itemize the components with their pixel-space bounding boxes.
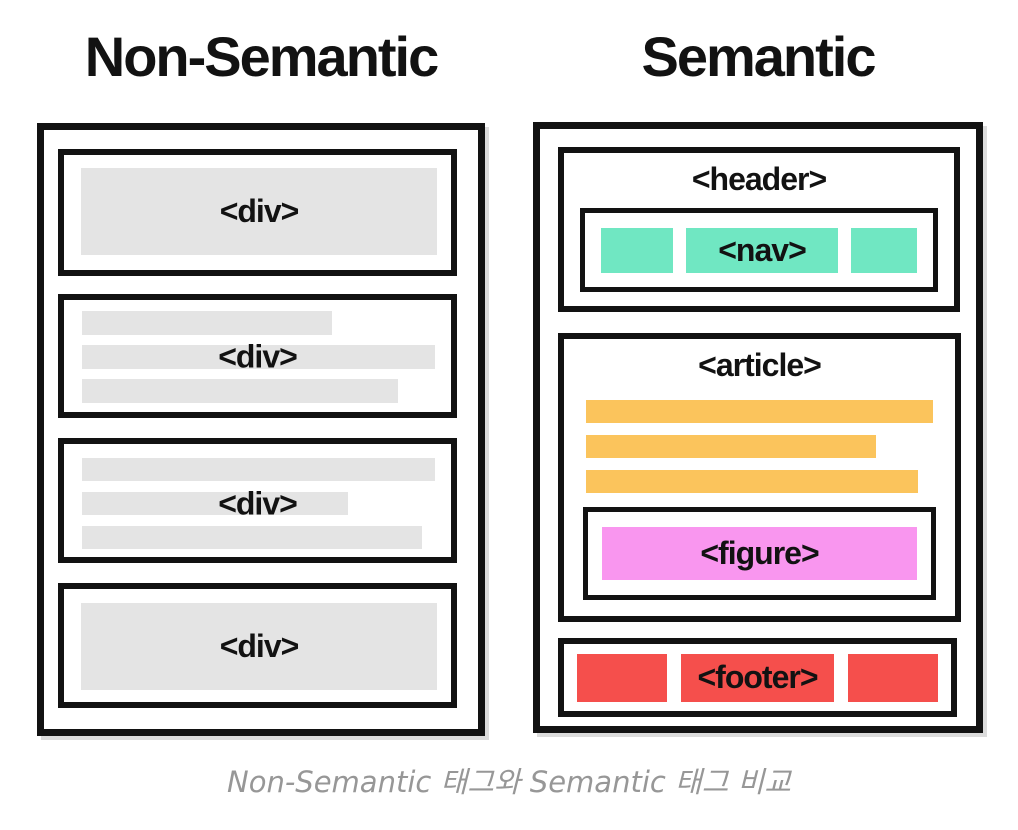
text-placeholder-row <box>64 526 451 549</box>
text-placeholder-row <box>64 311 451 335</box>
nav-item-placeholder <box>851 227 917 273</box>
non-semantic-panel: <div> <div> <div> <box>37 123 485 736</box>
text-placeholder-bar <box>82 311 332 335</box>
div-block-3: <div> <box>58 438 457 563</box>
article-text-placeholder-bar <box>586 470 918 493</box>
caption: Non-Semantic 태그와 Semantic 태그 비교 <box>227 765 791 799</box>
article-text-placeholder-bar <box>586 400 933 423</box>
nav-tag-label: <nav> <box>718 231 807 268</box>
footer-item-placeholder <box>848 653 938 702</box>
text-placeholder-bar <box>82 379 398 403</box>
nav-block: <nav> <box>580 208 938 292</box>
div-content-placeholder: <div> <box>81 168 437 255</box>
div-block-4: <div> <box>58 583 457 708</box>
text-placeholder-row: <div> <box>64 485 451 521</box>
div-block-1: <div> <box>58 149 457 276</box>
header-tag-label: <header> <box>691 161 827 197</box>
article-tag-label: <article> <box>698 347 822 383</box>
div-tag-label: <div> <box>219 193 300 229</box>
text-placeholder-bar <box>82 492 348 515</box>
figure-content-placeholder: <figure> <box>602 527 917 580</box>
footer-item-labeled: <footer> <box>681 653 834 702</box>
text-placeholder-bar <box>82 345 435 369</box>
semantic-title: Semantic <box>641 25 877 88</box>
text-placeholder-row: <div> <box>64 339 451 375</box>
text-placeholder-bar <box>82 458 435 481</box>
header-block: <header> <nav> <box>558 147 960 312</box>
nav-item-labeled: <nav> <box>686 227 838 273</box>
div-content-placeholder: <div> <box>81 603 437 690</box>
non-semantic-title: Non-Semantic <box>84 25 440 88</box>
footer-block: <footer> <box>558 638 957 717</box>
figure-tag-label: <figure> <box>700 535 819 571</box>
footer-tag-label: <footer> <box>697 659 818 695</box>
nav-item-placeholder <box>601 227 673 273</box>
text-placeholder-row <box>64 458 451 481</box>
footer-items-row: <footer> <box>564 644 951 711</box>
figure-block: <figure> <box>583 507 936 600</box>
footer-item-placeholder <box>577 653 667 702</box>
div-tag-label: <div> <box>218 485 298 521</box>
text-placeholder-bar <box>82 526 422 549</box>
semantic-panel: <header> <nav> <article> <figure> <box>533 122 983 733</box>
div-tag-label: <div> <box>219 628 300 664</box>
div-block-2: <div> <box>58 294 457 418</box>
div-tag-label: <div> <box>218 338 298 375</box>
article-text-placeholder-bar <box>586 435 876 458</box>
text-placeholder-row <box>64 379 451 403</box>
article-block: <article> <figure> <box>558 333 961 622</box>
